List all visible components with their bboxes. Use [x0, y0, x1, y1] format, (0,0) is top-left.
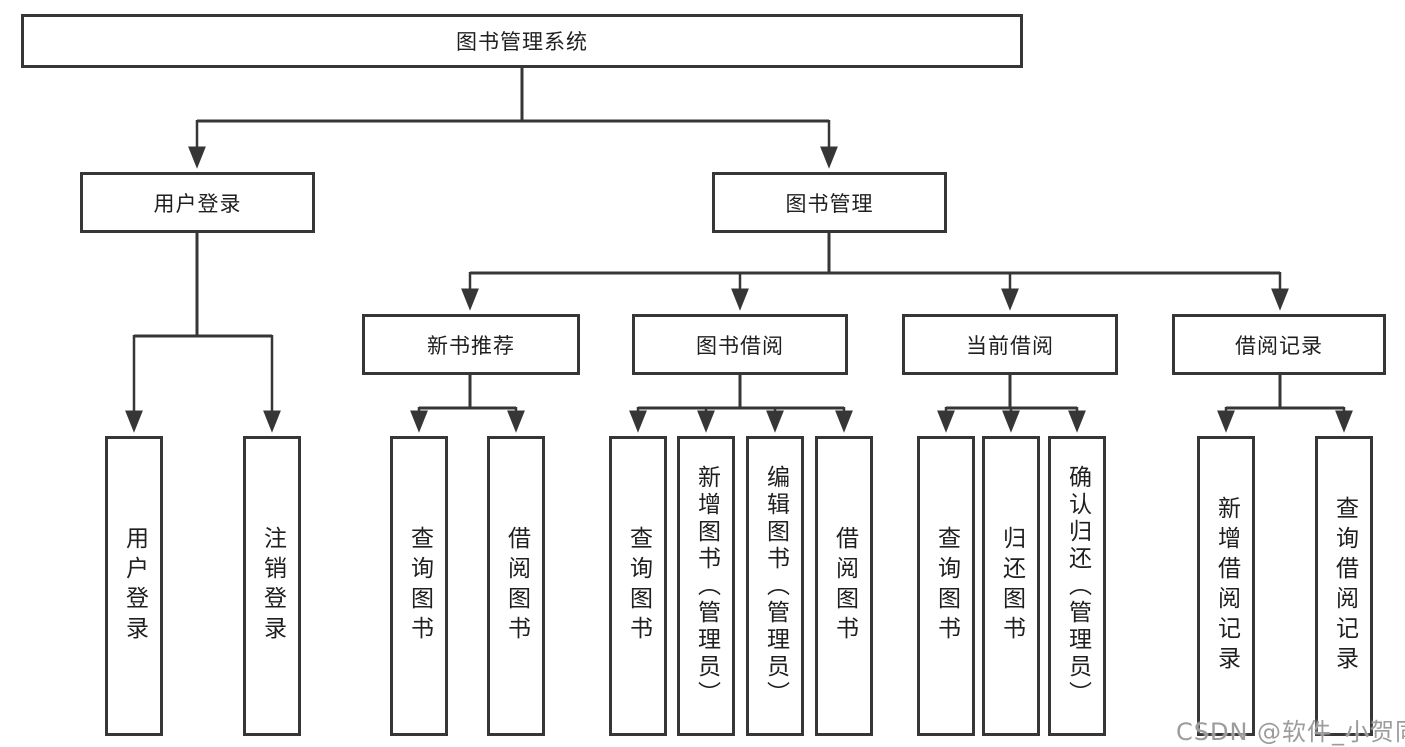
node-confirm-return-admin: 确认归还（管理员） — [1048, 436, 1106, 736]
node-query-borrow-record: 查询借阅记录 — [1315, 436, 1373, 736]
node-new-book-recommend-label: 新书推荐 — [427, 333, 515, 358]
node-borrow-books-label: 借阅图书 — [831, 526, 858, 646]
node-new-book-recommend: 新书推荐 — [362, 314, 580, 375]
node-add-borrow-record: 新增借阅记录 — [1197, 436, 1255, 736]
node-book-management-label: 图书管理 — [785, 191, 874, 216]
node-query-books-current: 查询图书 — [917, 436, 975, 736]
node-logout: 注销登录 — [243, 436, 301, 736]
node-add-books-admin: 新增图书（管理员） — [677, 436, 735, 736]
node-book-borrowing: 图书借阅 — [632, 314, 848, 375]
node-edit-books-admin-label: 编辑图书（管理员） — [762, 464, 789, 708]
node-borrowing-records-label: 借阅记录 — [1235, 333, 1323, 358]
node-user-login-group-label: 用户登录 — [153, 191, 242, 216]
node-return-books-label: 归还图书 — [998, 526, 1025, 646]
node-logout-label: 注销登录 — [259, 526, 286, 646]
node-edit-books-admin: 编辑图书（管理员） — [746, 436, 804, 736]
node-return-books: 归还图书 — [982, 436, 1040, 736]
node-query-books-borrowing-label: 查询图书 — [625, 526, 652, 646]
node-borrow-books-recommend: 借阅图书 — [487, 436, 545, 736]
node-book-borrowing-label: 图书借阅 — [696, 333, 784, 358]
node-current-borrowing-label: 当前借阅 — [966, 333, 1054, 358]
node-book-management: 图书管理 — [712, 172, 947, 233]
node-borrow-books: 借阅图书 — [815, 436, 873, 736]
node-query-books-recommend-label: 查询图书 — [406, 526, 433, 646]
node-add-books-admin-label: 新增图书（管理员） — [693, 464, 720, 708]
node-query-borrow-record-label: 查询借阅记录 — [1331, 496, 1358, 676]
node-borrow-books-recommend-label: 借阅图书 — [503, 526, 530, 646]
node-root-label: 图书管理系统 — [456, 30, 588, 54]
node-user-login: 用户登录 — [105, 436, 163, 736]
node-query-books-borrowing: 查询图书 — [609, 436, 667, 736]
watermark: CSDN @软件_小贺同学 — [1176, 718, 1405, 746]
node-add-borrow-record-label: 新增借阅记录 — [1213, 496, 1240, 676]
node-root: 图书管理系统 — [21, 14, 1023, 68]
node-confirm-return-admin-label: 确认归还（管理员） — [1064, 464, 1091, 708]
node-user-login-group: 用户登录 — [80, 172, 315, 233]
node-query-books-recommend: 查询图书 — [390, 436, 448, 736]
node-query-books-current-label: 查询图书 — [933, 526, 960, 646]
node-current-borrowing: 当前借阅 — [902, 314, 1118, 375]
node-borrowing-records: 借阅记录 — [1172, 314, 1386, 375]
node-user-login-label: 用户登录 — [121, 526, 148, 646]
